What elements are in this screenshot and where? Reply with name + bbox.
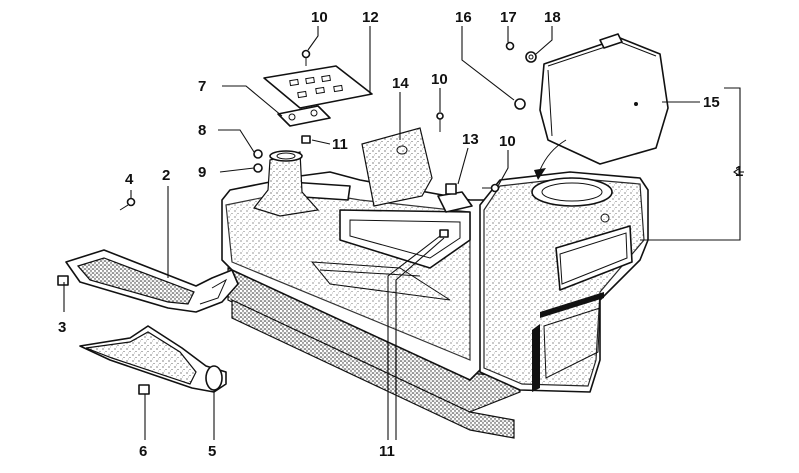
part-5-side-trim <box>79 325 227 393</box>
callout-5: 5 <box>208 443 216 460</box>
callout-16: 16 <box>455 9 472 26</box>
leader-lines <box>63 26 744 440</box>
callout-4: 4 <box>125 171 134 188</box>
callout-12: 12 <box>362 9 379 26</box>
callout-2: 2 <box>162 167 170 184</box>
callout-10-mid: 10 <box>431 71 448 88</box>
center-console <box>221 171 649 439</box>
callout-9: 9 <box>198 164 206 181</box>
callout-11-lower: 11 <box>379 443 395 460</box>
callout-11-upper: 11 <box>332 136 348 153</box>
callout-14: 14 <box>392 75 409 92</box>
part-14-lid <box>361 127 433 207</box>
part-2-trim-panel <box>65 249 239 313</box>
part-7-bracket <box>277 105 331 127</box>
callout-1: 1 <box>735 163 743 180</box>
clip-parts <box>57 135 449 395</box>
callout-8: 8 <box>198 122 206 139</box>
callout-15: 15 <box>703 94 720 111</box>
callout-10-right: 10 <box>499 133 516 150</box>
screws <box>119 41 537 211</box>
callout-17: 17 <box>500 9 517 26</box>
callout-10-top: 10 <box>311 9 328 26</box>
callout-13: 13 <box>462 131 479 148</box>
part-12-mounting-plate <box>263 65 373 109</box>
part-13-latch <box>437 183 473 213</box>
gear-boot <box>252 150 320 217</box>
callout-18: 18 <box>544 9 561 26</box>
callout-7: 7 <box>198 78 206 95</box>
callout-3: 3 <box>58 319 66 336</box>
assembly-arrow <box>534 139 567 180</box>
part-15-storage-box <box>539 33 669 165</box>
callout-6: 6 <box>139 443 147 460</box>
callout-labels: 1 2 3 4 5 6 7 8 9 10 10 10 11 11 12 13 1… <box>58 9 743 460</box>
